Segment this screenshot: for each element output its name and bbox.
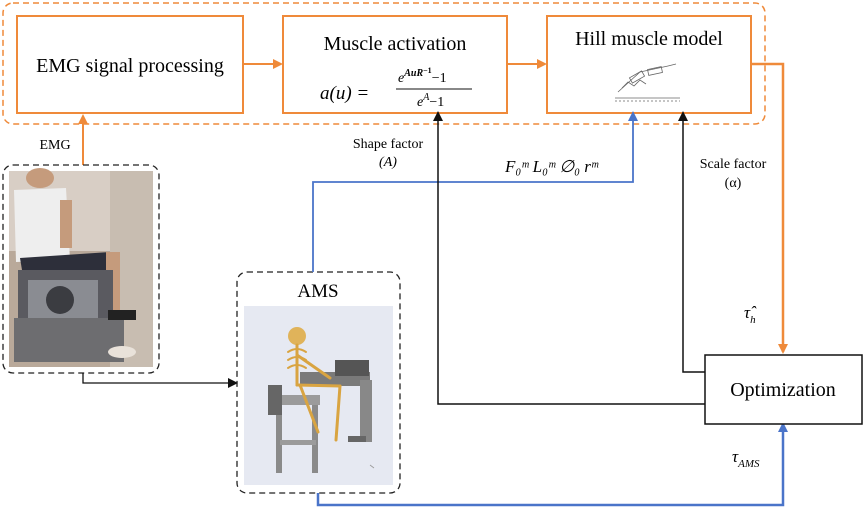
shape-factor-symbol: (A) [379,155,397,170]
shape-factor-label: Shape factor [353,137,424,152]
arrow-ams-torque-to-optimization [316,422,788,507]
tau-h-label: τ̂h [744,303,757,326]
scale-factor-symbol: (α) [725,176,742,191]
activation-formula-numerator: eAuR−1−1 [398,66,447,86]
muscle-model-group-frame [2,2,766,125]
subject-photo [2,164,160,374]
activation-formula-lhs: a(u) = [320,83,369,104]
muscle-activation-box [282,15,508,114]
scale-factor-label: Scale factor [700,157,767,172]
ams-skeleton-render [244,306,393,485]
emg-label: EMG [39,138,70,153]
arrow-photo-to-ams [82,373,238,388]
emg-processing-label: EMG signal processing [36,55,224,77]
ams-frame [236,271,401,494]
muscle-activation-title: Muscle activation [324,33,467,55]
ams-label: AMS [297,281,338,302]
arrow-scale-factor-feedback [678,111,705,373]
tau-ams-label: τAMS [732,447,760,470]
hill-model-sketch [615,63,680,102]
activation-formula-denominator: eA−1 [417,92,444,110]
optimization-label: Optimization [730,379,836,401]
arrow-hill-to-optimization [751,62,788,354]
hill-model-label: Hill muscle model [575,28,723,50]
arrow-ams-params-to-hill [312,111,638,272]
optimization-box [704,354,863,425]
muscle-parameters-label: F₀ᵐ L₀ᵐ ∅₀ rᵐ [504,157,599,176]
arrow-shape-factor-feedback [433,111,705,405]
hill-model-box [546,15,752,114]
